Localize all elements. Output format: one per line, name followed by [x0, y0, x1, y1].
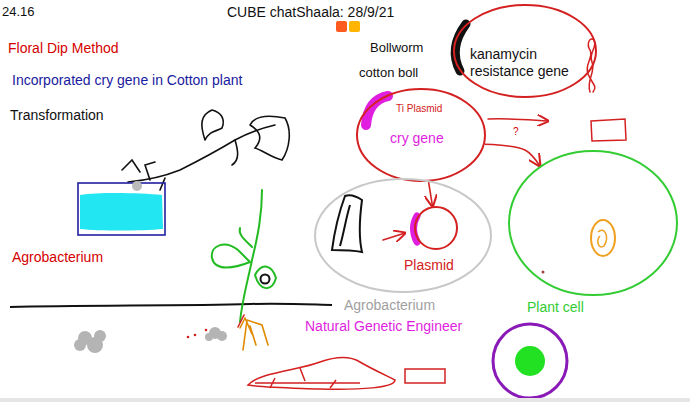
cotton-plant [212, 190, 276, 350]
note-label: Floral Dip Method [8, 40, 119, 57]
sketch-stroke [187, 336, 190, 339]
red-dots [187, 329, 208, 339]
sketch-stroke [488, 119, 548, 121]
bacterium-ellipse: AgrobacteriumPlasmid [314, 178, 492, 293]
node-border [315, 179, 491, 292]
sketch-stroke [94, 330, 106, 342]
sketch-stroke [74, 339, 86, 351]
note-label: Transformation [10, 107, 104, 124]
note-label: Agrobacterium [12, 249, 103, 266]
sketch-stroke [80, 193, 163, 230]
sketch-stroke [78, 183, 165, 235]
sketch-stroke [0, 398, 690, 402]
sketch-stroke [248, 357, 395, 389]
sketch-stroke [122, 160, 140, 172]
sketch-stroke [493, 324, 567, 398]
sketch-stroke [336, 21, 347, 32]
bacterium-body [332, 195, 362, 252]
sketch-stroke [202, 110, 223, 140]
sketch-stroke [542, 271, 545, 274]
node-text: Ti Plasmid [396, 103, 442, 115]
tree-sketch [122, 110, 289, 190]
node-outline [508, 150, 678, 296]
note-label: Incorporated cry gene in Cotton plant [12, 72, 242, 89]
node-text: Plant cell [527, 299, 584, 316]
sketch-stroke [587, 39, 595, 92]
sketch-stroke [598, 230, 607, 247]
sketch-stroke [591, 119, 626, 141]
sketch-stroke [145, 162, 165, 190]
sketch-stroke [340, 205, 350, 246]
connector-arrow [429, 182, 433, 207]
sketch-stroke [238, 315, 244, 327]
ground-line [10, 304, 332, 307]
sketch-stroke [255, 368, 360, 388]
sketch-stroke [383, 233, 405, 240]
cell-circle: Plant cell [508, 150, 678, 296]
sketch-stroke [132, 181, 142, 191]
note-label: ? [513, 126, 519, 138]
car-sketch [248, 357, 445, 389]
sketch-stroke [591, 220, 615, 256]
plasmid-circle: Plasmid [414, 206, 458, 250]
node-text: Agrobacterium [344, 297, 435, 314]
sketch-stroke [128, 125, 275, 182]
node-text: kanamycin resistance gene [470, 46, 582, 80]
dip-beaker [78, 181, 165, 235]
note-label: cotton boll [359, 65, 418, 81]
sketch-stroke [205, 329, 208, 332]
sketch-stroke [515, 346, 545, 376]
sketch-stroke [349, 21, 360, 32]
node-text: cry gene [390, 130, 444, 147]
node-border [357, 89, 485, 181]
node-border [454, 5, 596, 97]
note-label: Bollworm [370, 40, 423, 56]
node-text: Plasmid [404, 257, 454, 274]
soil-blobs [74, 327, 227, 353]
note-label: Natural Genetic Engineer [305, 318, 462, 335]
node-border [509, 151, 677, 295]
plasmid-circle: Ti Plasmid cry gene [356, 88, 486, 182]
sketch-stroke [232, 140, 238, 165]
sketch-stroke [240, 318, 268, 350]
sketch-stroke [10, 304, 332, 307]
sketch-stroke [332, 195, 362, 252]
sketch-stroke [205, 333, 213, 341]
title: CUBE chatShaala: 28/9/21 [227, 4, 394, 21]
node-outline [414, 206, 458, 250]
sketch-stroke [261, 275, 270, 284]
browser-icons [336, 21, 360, 32]
note-label: 24.16 [2, 4, 35, 20]
cell-symbol [493, 324, 567, 398]
nucleus [542, 220, 616, 274]
gene-markers [366, 24, 466, 242]
sketch-stroke [366, 96, 388, 125]
sketch-stroke [240, 228, 252, 247]
connector-arrow [485, 144, 540, 166]
sketch-stroke [255, 267, 276, 289]
sketch-stroke [217, 331, 227, 341]
sketch-stroke [405, 369, 445, 383]
node-outline [314, 178, 492, 293]
plasmid-circle: kanamycin resistance gene [453, 4, 597, 98]
sketch-stroke [212, 245, 250, 268]
node-border [415, 207, 457, 249]
bottom-strip [0, 400, 690, 401]
sketch-stroke [194, 334, 197, 337]
sketch-stroke [250, 116, 289, 160]
